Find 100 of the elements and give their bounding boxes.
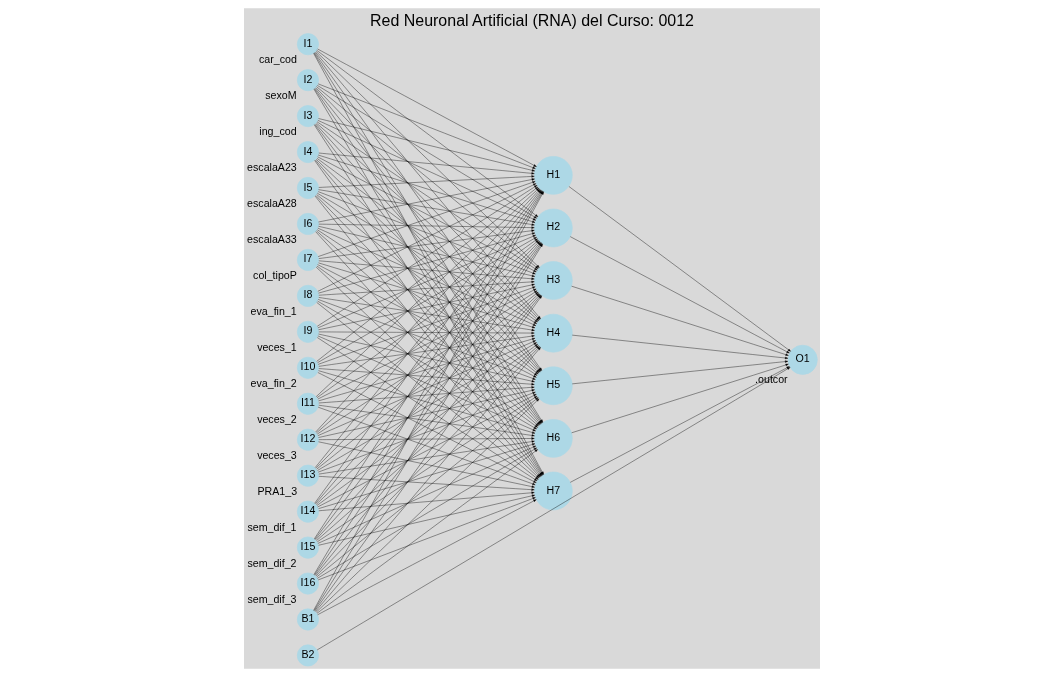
arrow: [318, 333, 535, 383]
arrow: [318, 331, 535, 335]
node-circle: I5: [296, 177, 319, 199]
arrow: [318, 368, 535, 386]
arrow: [316, 158, 538, 323]
node-label: veces_3: [257, 448, 297, 461]
arrow: [318, 175, 535, 188]
arrow: [318, 443, 536, 509]
arrow: [317, 391, 536, 473]
arrow: [318, 118, 535, 172]
arrow: [316, 50, 539, 218]
node-label: col_tipoP: [253, 269, 297, 282]
node-circle: B1: [296, 608, 319, 631]
arrow: [570, 236, 790, 354]
arrow: [317, 299, 536, 380]
node-circle: I2: [296, 69, 319, 92]
arrow: [318, 476, 535, 491]
arrow: [572, 360, 789, 385]
arrow: [317, 497, 536, 581]
arrow: [571, 363, 789, 433]
arrow: [317, 264, 537, 378]
node-label: .outcor: [755, 372, 788, 385]
arrow: [318, 386, 535, 404]
node-circle: I11: [296, 392, 319, 415]
arrow: [318, 260, 535, 280]
node-circle: I13: [296, 464, 319, 487]
node-label: ing_cod: [259, 125, 297, 138]
node-label: sem_dif_3: [247, 592, 297, 605]
arrow: [316, 343, 538, 506]
arrow: [315, 51, 540, 268]
node-label: eva_fin_2: [250, 376, 297, 389]
node-circle: I9: [296, 320, 319, 343]
arrow: [317, 447, 537, 579]
node-circle: I12: [296, 428, 319, 451]
arrow: [318, 494, 535, 546]
arrow: [316, 121, 538, 271]
arrow: [570, 366, 790, 483]
arrow: [315, 293, 540, 505]
diagram-title: Red Neuronal Artificial (RNA) del Curso: 0012: [370, 12, 694, 30]
arrow: [316, 345, 539, 541]
node-label: veces_2: [257, 412, 297, 425]
node-circle: I16: [296, 572, 319, 595]
node-circle: I10: [296, 356, 319, 379]
node-label: sem_dif_2: [247, 556, 297, 569]
arrow: [318, 389, 535, 438]
arrow: [317, 83, 536, 169]
arrow: [318, 441, 535, 488]
node-label: sexoM: [265, 89, 297, 102]
arrow: [316, 122, 539, 322]
arrow: [317, 183, 537, 292]
arrow: [317, 499, 537, 615]
arrow: [317, 154, 536, 223]
node-label: escalaA33: [247, 233, 297, 246]
node-circle: I3: [296, 105, 319, 128]
node-label: escalaA28: [247, 197, 297, 210]
arrow: [572, 334, 789, 360]
arrow: [571, 286, 789, 356]
arrow: [317, 372, 537, 483]
arrow: [318, 491, 535, 511]
arrow: [318, 226, 535, 277]
arrow: [318, 280, 535, 296]
arrow: [317, 286, 536, 365]
node-circle: I6: [296, 212, 319, 235]
arrow: [318, 370, 536, 434]
node-label: eva_fin_1: [250, 305, 297, 318]
arrow: [318, 440, 535, 475]
arrow: [316, 265, 538, 428]
arrow: [316, 238, 538, 398]
node-label: sem_dif_1: [247, 520, 297, 533]
arrow: [317, 181, 536, 257]
arrow: [315, 398, 540, 613]
arrow: [318, 152, 535, 175]
node-circle: I7: [296, 248, 319, 271]
arrow: [318, 232, 536, 294]
node-label: PRA1_3: [257, 484, 298, 497]
arrow: [317, 407, 536, 485]
arrow: [318, 297, 535, 332]
node-circle: I1: [296, 33, 319, 56]
arrow: [318, 189, 535, 226]
arrow: [318, 229, 535, 259]
arrow: [316, 449, 538, 614]
arrow: [318, 262, 536, 329]
arrow: [318, 335, 535, 367]
arrow: [317, 445, 537, 544]
arrow: [317, 85, 537, 219]
arrow: [317, 120, 537, 221]
node-circle: I4: [296, 141, 319, 164]
arrow: [318, 223, 535, 229]
arrow: [316, 397, 539, 578]
node-circle: B2: [296, 644, 319, 667]
arrow: [317, 191, 536, 275]
arrow: [568, 186, 791, 352]
node-circle: I14: [296, 500, 319, 523]
node-circle: I8: [296, 284, 319, 307]
arrow: [318, 178, 535, 223]
arrow: [317, 288, 537, 400]
node-label: veces_1: [257, 341, 297, 354]
arrow: [317, 156, 537, 273]
node-circle: I15: [296, 536, 319, 559]
arrow: [317, 394, 537, 508]
